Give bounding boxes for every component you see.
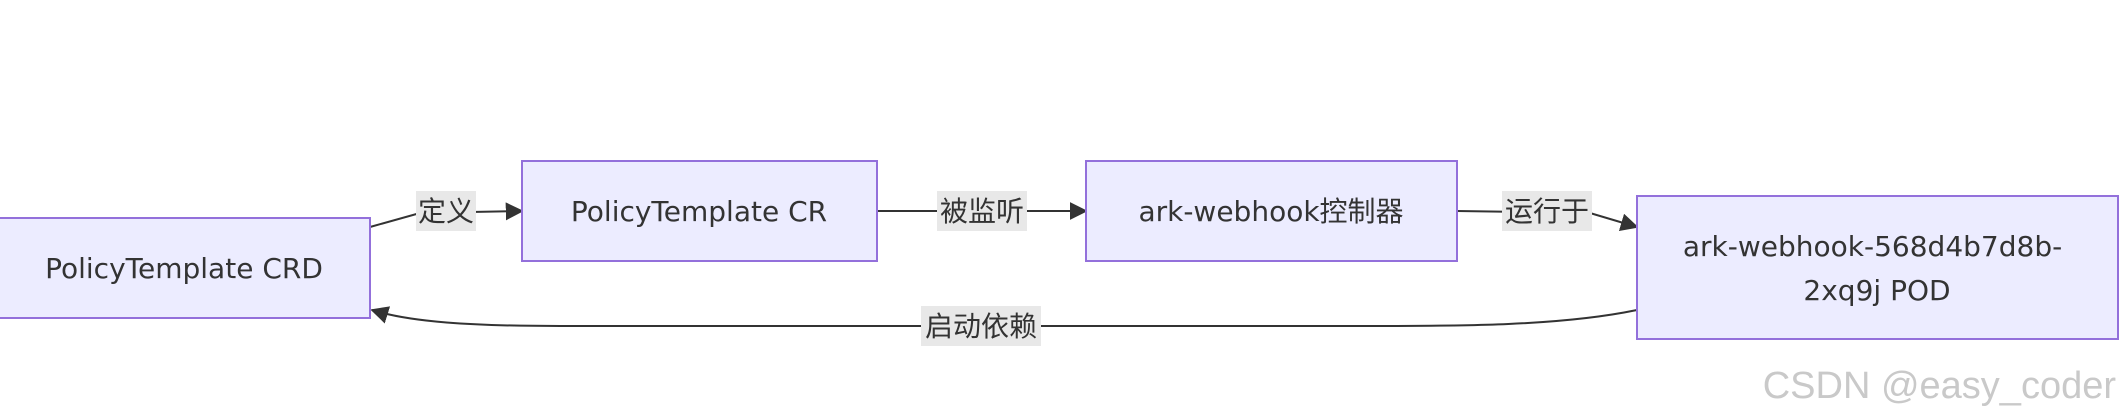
- node-crd: PolicyTemplate CRD: [0, 217, 371, 319]
- node-pod-label: ark-webhook-568d4b7d8b- 2xq9j POD: [1683, 230, 2071, 307]
- edge-label-define-text: 定义: [418, 195, 474, 228]
- edge-label-define: 定义: [416, 191, 476, 231]
- node-crd-label: PolicyTemplate CRD: [45, 252, 323, 285]
- edge-startup-dep: [370, 306, 1638, 327]
- node-pod: ark-webhook-568d4b7d8b- 2xq9j POD: [1636, 195, 2119, 340]
- node-cr-label: PolicyTemplate CR: [571, 195, 827, 228]
- node-controller-label: ark-webhook控制器: [1138, 195, 1403, 228]
- edge-label-runs-on-text: 运行于: [1505, 195, 1589, 228]
- edge-label-startup-dep: 启动依赖: [921, 306, 1041, 346]
- edge-label-watched-text: 被监听: [940, 195, 1024, 228]
- edge-label-startup-dep-text: 启动依赖: [925, 310, 1037, 343]
- edge-label-runs-on: 运行于: [1502, 191, 1592, 231]
- watermark: CSDN @easy_coder: [1763, 365, 2117, 407]
- node-cr: PolicyTemplate CR: [521, 160, 878, 262]
- node-controller: ark-webhook控制器: [1085, 160, 1458, 262]
- edge-label-watched: 被监听: [937, 191, 1027, 231]
